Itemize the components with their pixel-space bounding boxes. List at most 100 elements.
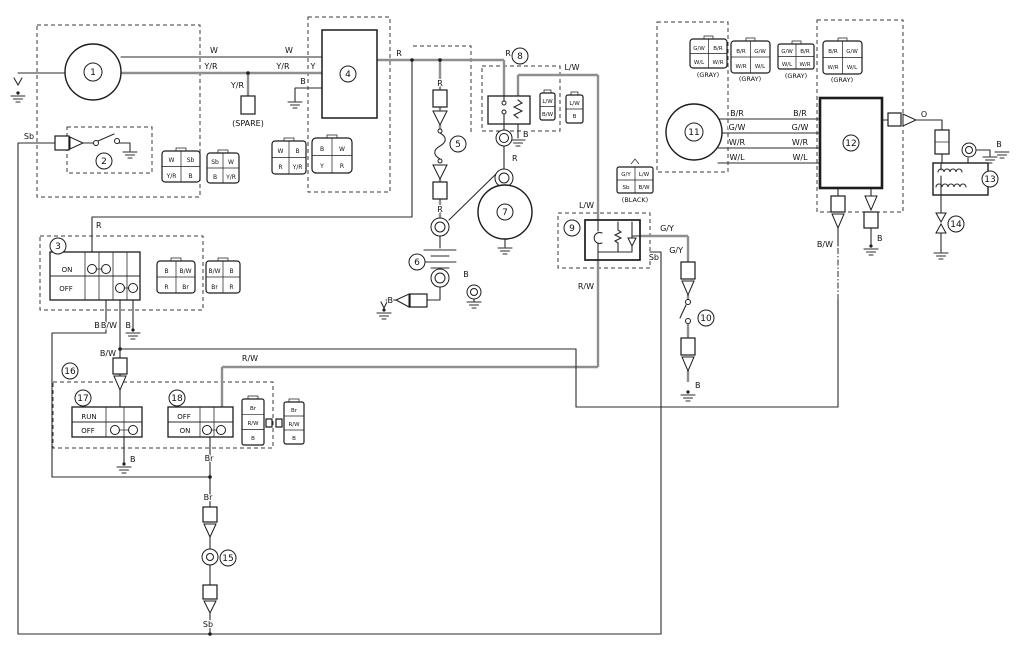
svg-text:R: R <box>505 49 511 58</box>
svg-text:B: B <box>388 296 394 305</box>
svg-text:B: B <box>292 436 296 442</box>
svg-text:W/L: W/L <box>694 60 705 66</box>
connector-c09-gray: B/R G/W W/R W/L (GRAY) <box>730 37 771 84</box>
component-1: 1 <box>64 43 122 101</box>
svg-text:B/R: B/R <box>828 49 838 55</box>
svg-text:B/R: B/R <box>736 49 746 55</box>
svg-text:R: R <box>512 154 518 163</box>
svg-text:W/L: W/L <box>729 153 745 162</box>
enclosure-boxes <box>36 16 904 449</box>
component-number: 12 <box>845 139 856 149</box>
svg-text:Y/R: Y/R <box>292 164 303 171</box>
svg-text:B/W: B/W <box>542 112 554 118</box>
svg-text:Y/R: Y/R <box>225 174 236 181</box>
svg-text:G/Y: G/Y <box>660 224 674 233</box>
switch-row-on: ON <box>62 266 73 274</box>
switch-row-on: ON <box>180 427 191 435</box>
svg-text:B: B <box>996 140 1002 149</box>
svg-text:B/R: B/R <box>793 109 807 118</box>
svg-text:R: R <box>278 164 282 171</box>
svg-text:G/Y: G/Y <box>669 246 683 255</box>
svg-text:W: W <box>278 148 284 155</box>
svg-text:Br: Br <box>182 284 189 291</box>
connector-c12: L/W B/W <box>539 89 556 121</box>
svg-text:Br: Br <box>291 408 298 414</box>
svg-text:Sb: Sb <box>649 253 659 262</box>
svg-text:W/R: W/R <box>799 62 810 68</box>
component-10: 10 <box>679 261 715 373</box>
svg-text:B: B <box>126 321 132 330</box>
svg-text:B: B <box>695 381 701 390</box>
switch-row-off: OFF <box>177 413 191 421</box>
component-number: 13 <box>984 175 995 185</box>
svg-text:L/W: L/W <box>579 201 594 210</box>
connector-c10-gray: G/W B/R W/L W/R (GRAY) <box>777 40 815 81</box>
svg-text:Y/R: Y/R <box>230 81 245 90</box>
svg-text:B: B <box>251 436 255 442</box>
connector-c13: L/W B <box>565 91 584 124</box>
svg-text:W: W <box>228 159 234 166</box>
svg-text:B: B <box>130 455 136 464</box>
svg-text:Y: Y <box>319 163 324 170</box>
component-9: 9 <box>563 219 641 261</box>
svg-text:B: B <box>300 77 306 86</box>
component-18-light-switch: OFF ON 18 <box>167 389 234 438</box>
component-number: 6 <box>414 258 420 268</box>
svg-text:B/R: B/R <box>730 109 744 118</box>
svg-text:W/R: W/R <box>712 60 723 66</box>
svg-text:W/L: W/L <box>755 64 766 70</box>
svg-text:Y: Y <box>310 62 316 71</box>
component-number: 16 <box>64 367 76 377</box>
connector-caption: (GRAY) <box>697 71 719 79</box>
svg-text:Sb: Sb <box>24 132 34 141</box>
svg-text:W/L: W/L <box>847 65 858 71</box>
connector-c04: B W Y R <box>311 134 353 174</box>
connector-c15: Br R/W B <box>283 398 305 445</box>
svg-text:Y/R: Y/R <box>275 62 290 71</box>
svg-text:B: B <box>164 268 168 275</box>
svg-text:Sb: Sb <box>623 185 630 191</box>
svg-text:W/R: W/R <box>735 64 746 70</box>
svg-text:B/W: B/W <box>100 349 116 358</box>
svg-text:L/W: L/W <box>639 172 650 178</box>
svg-text:L/W: L/W <box>542 99 553 105</box>
svg-text:B: B <box>877 234 883 243</box>
component-8: 8 <box>487 47 531 125</box>
connector-caption: (GRAY) <box>739 75 761 83</box>
component-2: 2 <box>54 133 120 170</box>
svg-text:B: B <box>573 114 577 120</box>
svg-text:Br: Br <box>204 493 213 502</box>
connector-c11-gray: B/R G/W W/R W/L (GRAY) <box>822 37 863 85</box>
svg-text:B/R: B/R <box>800 49 810 55</box>
svg-text:G/W: G/W <box>693 46 705 52</box>
svg-text:Sb: Sb <box>203 620 213 629</box>
component-number: 10 <box>700 314 712 324</box>
svg-text:B: B <box>523 130 529 139</box>
component-number: 15 <box>222 554 233 564</box>
component-number: 2 <box>101 157 107 167</box>
switch-row-off: OFF <box>81 427 95 435</box>
svg-text:W/R: W/R <box>827 65 838 71</box>
svg-text:G/W: G/W <box>846 49 858 55</box>
svg-text:R/W: R/W <box>242 354 258 363</box>
connector-caption: (GRAY) <box>785 72 807 80</box>
svg-text:G/W: G/W <box>792 123 809 132</box>
svg-text:Br: Br <box>94 321 103 330</box>
svg-text:Sb: Sb <box>187 157 195 164</box>
svg-text:W: W <box>210 46 218 55</box>
component-11: 11 <box>665 103 723 161</box>
svg-text:B: B <box>188 173 192 180</box>
connector-spare <box>240 95 256 115</box>
svg-text:B: B <box>295 148 299 155</box>
svg-text:B/W: B/W <box>179 268 191 275</box>
junction-dots <box>16 58 873 636</box>
svg-text:G/W: G/W <box>729 123 746 132</box>
svg-text:Br: Br <box>211 284 218 291</box>
svg-text:B/W: B/W <box>638 185 650 191</box>
svg-text:G/W: G/W <box>754 49 766 55</box>
component-14-spark-plug: 14 <box>935 194 965 253</box>
component-number: 7 <box>502 208 508 218</box>
svg-text:L/W: L/W <box>564 63 579 72</box>
